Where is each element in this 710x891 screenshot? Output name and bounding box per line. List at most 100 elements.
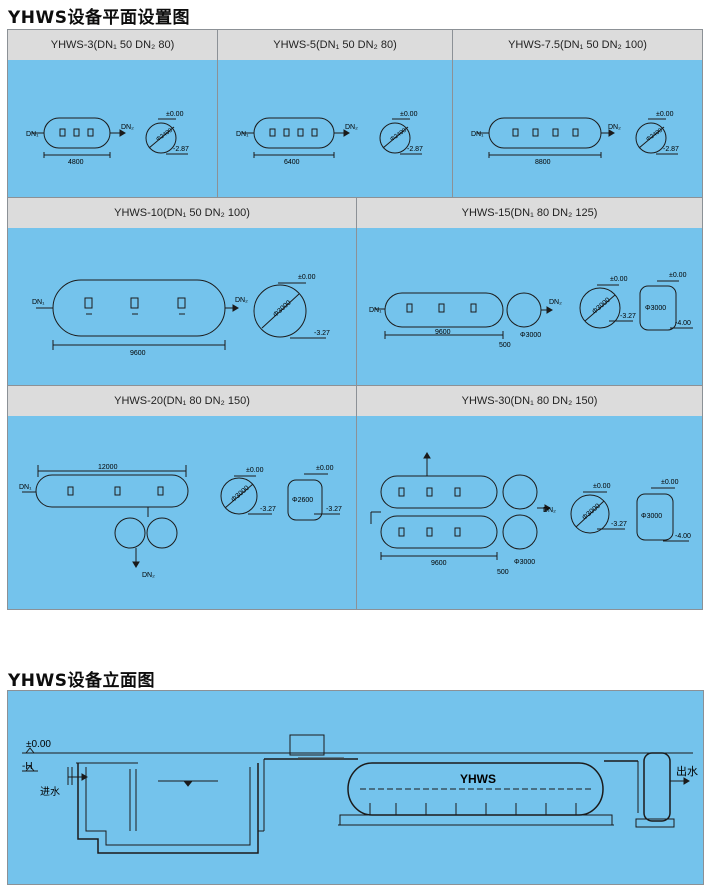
gap-label: 500 — [499, 342, 511, 349]
aux-tank-section — [636, 493, 674, 541]
diameter-label: Φ2400 — [645, 127, 664, 143]
bottom-level2-label: -4.00 — [675, 320, 691, 327]
diameter2-label: Φ3000 — [641, 513, 662, 520]
tank-section — [579, 287, 621, 329]
yhws-7-5-drawing: DN₁ DN₂ 8800 Φ2400 ±0.00 -2.87 — [471, 111, 679, 166]
length-label: 9600 — [435, 329, 451, 336]
dn2-label: DN₂ — [121, 124, 134, 131]
panel-yhws-3: YHWS-3(DN₁ 50 DN₂ 80) DN₁ DN₂ 4800 Φ2400… — [7, 29, 218, 198]
bottom-level2-label: -4.00 — [675, 533, 691, 540]
diameter-label: Φ3000 — [230, 485, 251, 504]
diameter-label: Φ3000 — [581, 503, 602, 522]
tank-section — [220, 477, 258, 515]
aux-tank-plan — [506, 292, 542, 328]
outlet-label: 出水 — [676, 764, 698, 778]
dn2-label: DN₂ — [235, 297, 248, 304]
bottom-level-label: -2.87 — [407, 146, 423, 153]
tank-section — [253, 284, 307, 338]
top-level-label: ±0.00 — [246, 467, 264, 474]
length-label: 9600 — [130, 350, 146, 357]
yhws-3-drawing: DN₁ DN₂ 4800 Φ2400 ±0.00 -2.87 — [26, 111, 189, 166]
bottom-level-label: -3.27 — [620, 313, 636, 320]
disinfection-tank — [643, 752, 671, 822]
top-level2-label: ±0.00 — [661, 479, 679, 486]
panel-title: YHWS-7.5(DN₁ 50 DN₂ 100) — [453, 30, 702, 61]
dn2-label: DN₂ — [608, 124, 621, 131]
tank-plan — [52, 279, 226, 337]
bottom-level-label: -3.27 — [314, 330, 330, 337]
inlet-label: 进水 — [40, 786, 60, 798]
panel-yhws-15: YHWS-15(DN₁ 80 DN₂ 125) DN₁ DN₂ 9600 500… — [356, 197, 703, 386]
elevation-panel: ±0.00 -H 进水 YHWS 出水 — [7, 690, 704, 885]
bottom-level-label: -3.27 — [611, 521, 627, 528]
elevation-drawing: ±0.00 -H 进水 YHWS 出水 — [22, 734, 698, 854]
aux-diameter-label: Φ3000 — [514, 559, 535, 566]
tank-section — [379, 122, 411, 154]
tank-plan-upper — [380, 475, 498, 509]
dn1-label: DN₁ — [236, 131, 249, 138]
dn1-label: DN₁ — [19, 484, 32, 491]
aux-tank-plan-1 — [502, 474, 538, 510]
ground-level-label: ±0.00 — [26, 739, 51, 750]
diameter-label: Φ3000 — [591, 297, 612, 316]
top-level-label: ±0.00 — [166, 111, 184, 118]
panel-yhws-5: YHWS-5(DN₁ 50 DN₂ 80) DN₁ DN₂ 6400 Φ2400… — [217, 29, 453, 198]
aux-tank-section — [639, 285, 677, 331]
length-label: 12000 — [98, 464, 118, 471]
length-label: 4800 — [68, 159, 84, 166]
dn2-label: DN₂ — [543, 507, 556, 514]
diameter-label: Φ2400 — [155, 127, 174, 143]
tank-section — [570, 494, 610, 534]
yhws-10-drawing: DN₁ DN₂ 9600 Φ3000 ±0.00 -3.27 — [32, 274, 330, 357]
diameter2-label: Φ2600 — [292, 497, 313, 504]
tank-plan-lower — [380, 515, 498, 549]
pretreatment-tank — [77, 763, 259, 854]
plan-title: YHWS设备平面设置图 — [8, 8, 191, 28]
panel-title: YHWS-15(DN₁ 80 DN₂ 125) — [357, 198, 702, 229]
tank-base — [339, 814, 613, 826]
dn2-label: DN₂ — [549, 299, 562, 306]
aux-tank-plan-1 — [114, 517, 146, 549]
top-level2-label: ±0.00 — [316, 465, 334, 472]
yhws-30-drawing: DN₂ 9600 500 Φ3000 Φ3000 ±0.00 -3.27 Φ30… — [370, 452, 691, 576]
tank-plan — [35, 474, 189, 508]
panel-title: YHWS-30(DN₁ 80 DN₂ 150) — [357, 386, 702, 417]
yhws-5-drawing: DN₁ DN₂ 6400 Φ2400 ±0.00 -2.87 — [236, 111, 423, 166]
dn1-label: DN₁ — [26, 131, 39, 138]
yhws-15-drawing: DN₁ DN₂ 9600 500 Φ3000 Φ3000 ±0.00 -3.27… — [369, 272, 693, 349]
length-label: 6400 — [284, 159, 300, 166]
tank-plan — [43, 117, 111, 149]
aux-tank-plan-2 — [502, 514, 538, 550]
length-label: 9600 — [431, 560, 447, 567]
bottom-level2-label: -3.27 — [326, 506, 342, 513]
bottom-level-label: -2.87 — [173, 146, 189, 153]
dn1-label: DN₁ — [369, 307, 382, 314]
dn1-label: DN₁ — [32, 299, 45, 306]
yhws-20-drawing: DN₁ DN₂ 12000 Φ3000 ±0.00 -3.27 Φ2600 ±0… — [19, 464, 342, 579]
diameter2-label: Φ3000 — [645, 305, 666, 312]
tank-section — [145, 122, 177, 154]
dn2-label: DN₂ — [345, 124, 358, 131]
panel-yhws-7-5: YHWS-7.5(DN₁ 50 DN₂ 100) DN₁ DN₂ 8800 Φ2… — [452, 29, 703, 198]
dn2-label: DN₂ — [142, 572, 155, 579]
panel-title: YHWS-3(DN₁ 50 DN₂ 80) — [8, 30, 217, 61]
yhws-main-tank — [347, 762, 604, 816]
panel-title: YHWS-20(DN₁ 80 DN₂ 150) — [8, 386, 356, 417]
panel-yhws-30: YHWS-30(DN₁ 80 DN₂ 150) DN₂ 9600 500 Φ30… — [356, 385, 703, 610]
top-level2-label: ±0.00 — [669, 272, 687, 279]
tank-plan — [488, 117, 602, 149]
top-level-label: ±0.00 — [298, 274, 316, 281]
diameter-label: Φ3000 — [272, 299, 292, 318]
tank-plan — [384, 292, 504, 328]
tank-plan — [253, 117, 335, 149]
bottom-level-label: -2.87 — [663, 146, 679, 153]
panel-title: YHWS-5(DN₁ 50 DN₂ 80) — [218, 30, 452, 61]
panel-yhws-20: YHWS-20(DN₁ 80 DN₂ 150) DN₁ DN₂ 12000 Φ3… — [7, 385, 357, 610]
top-level-label: ±0.00 — [593, 483, 611, 490]
gap-label: 500 — [497, 569, 509, 576]
tank-label: YHWS — [460, 772, 496, 786]
aux-diameter-label: Φ3000 — [520, 332, 541, 339]
elevation-title: YHWS设备立面图 — [8, 671, 156, 691]
aux-tank-plan-2 — [146, 517, 178, 549]
top-level-label: ±0.00 — [400, 111, 418, 118]
